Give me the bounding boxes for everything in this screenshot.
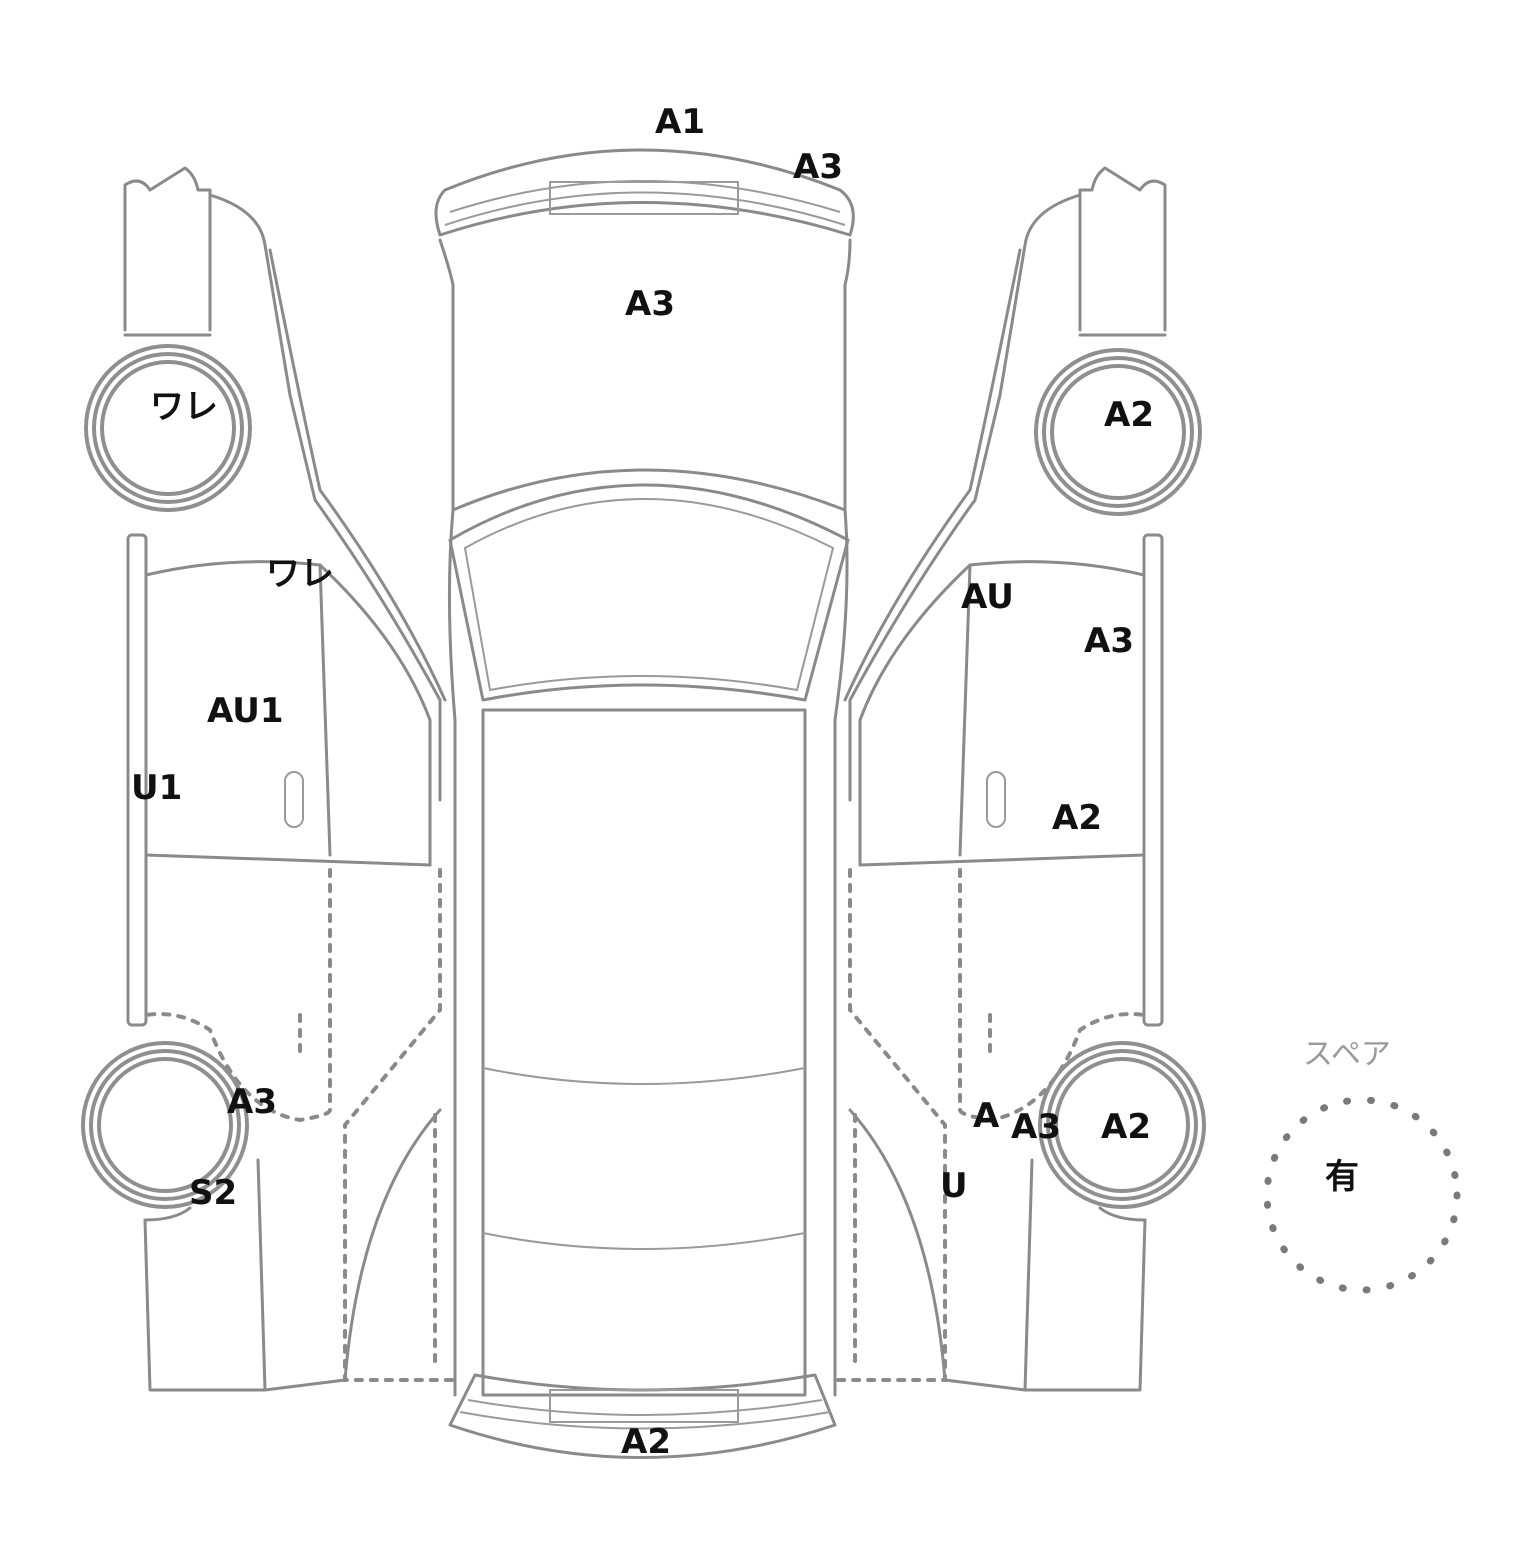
damage-mark-right-a-pillar: AU bbox=[961, 577, 1014, 617]
damage-mark-right-rear-wheel: A2 bbox=[1101, 1107, 1151, 1147]
damage-mark-bonnet-front: A1 bbox=[655, 102, 705, 142]
damage-mark-bonnet: A3 bbox=[625, 284, 675, 324]
car-right-side-view bbox=[833, 166, 1167, 1392]
damage-mark-right-rear-lower: U bbox=[940, 1166, 968, 1206]
right-front-wheel-icon bbox=[1034, 348, 1202, 516]
damage-mark-left-front-door: AU1 bbox=[207, 691, 284, 731]
damage-mark-right-front-door-upper: A3 bbox=[1084, 621, 1134, 661]
damage-mark-left-rocker: U1 bbox=[131, 768, 183, 808]
damage-mark-right-front-door-lower: A2 bbox=[1052, 798, 1102, 838]
damage-mark-right-rear-quarter-a: A bbox=[973, 1096, 1000, 1136]
spare-tire-icon bbox=[1263, 1096, 1461, 1294]
left-rear-wheel-icon bbox=[81, 1041, 249, 1209]
damage-mark-front-bumper-right: A3 bbox=[793, 147, 843, 187]
spare-title: スペア bbox=[1303, 1037, 1391, 1072]
damage-mark-right-front-wheel: A2 bbox=[1104, 395, 1154, 435]
spare-status: 有 bbox=[1325, 1157, 1359, 1197]
left-front-wheel-icon bbox=[84, 344, 252, 512]
damage-mark-left-rear-fender: A3 bbox=[227, 1082, 277, 1122]
damage-mark-left-front-wheel: ワレ bbox=[150, 387, 218, 427]
car-left-side-view bbox=[123, 166, 457, 1392]
damage-mark-left-rear-bumper: S2 bbox=[189, 1173, 238, 1213]
damage-mark-right-rear-quarter-a3: A3 bbox=[1011, 1107, 1061, 1147]
damage-mark-left-a-pillar: ワレ bbox=[266, 554, 334, 594]
right-rear-wheel-icon bbox=[1038, 1041, 1206, 1209]
damage-mark-rear-bumper: A2 bbox=[621, 1422, 671, 1462]
car-top-view bbox=[434, 148, 855, 1459]
